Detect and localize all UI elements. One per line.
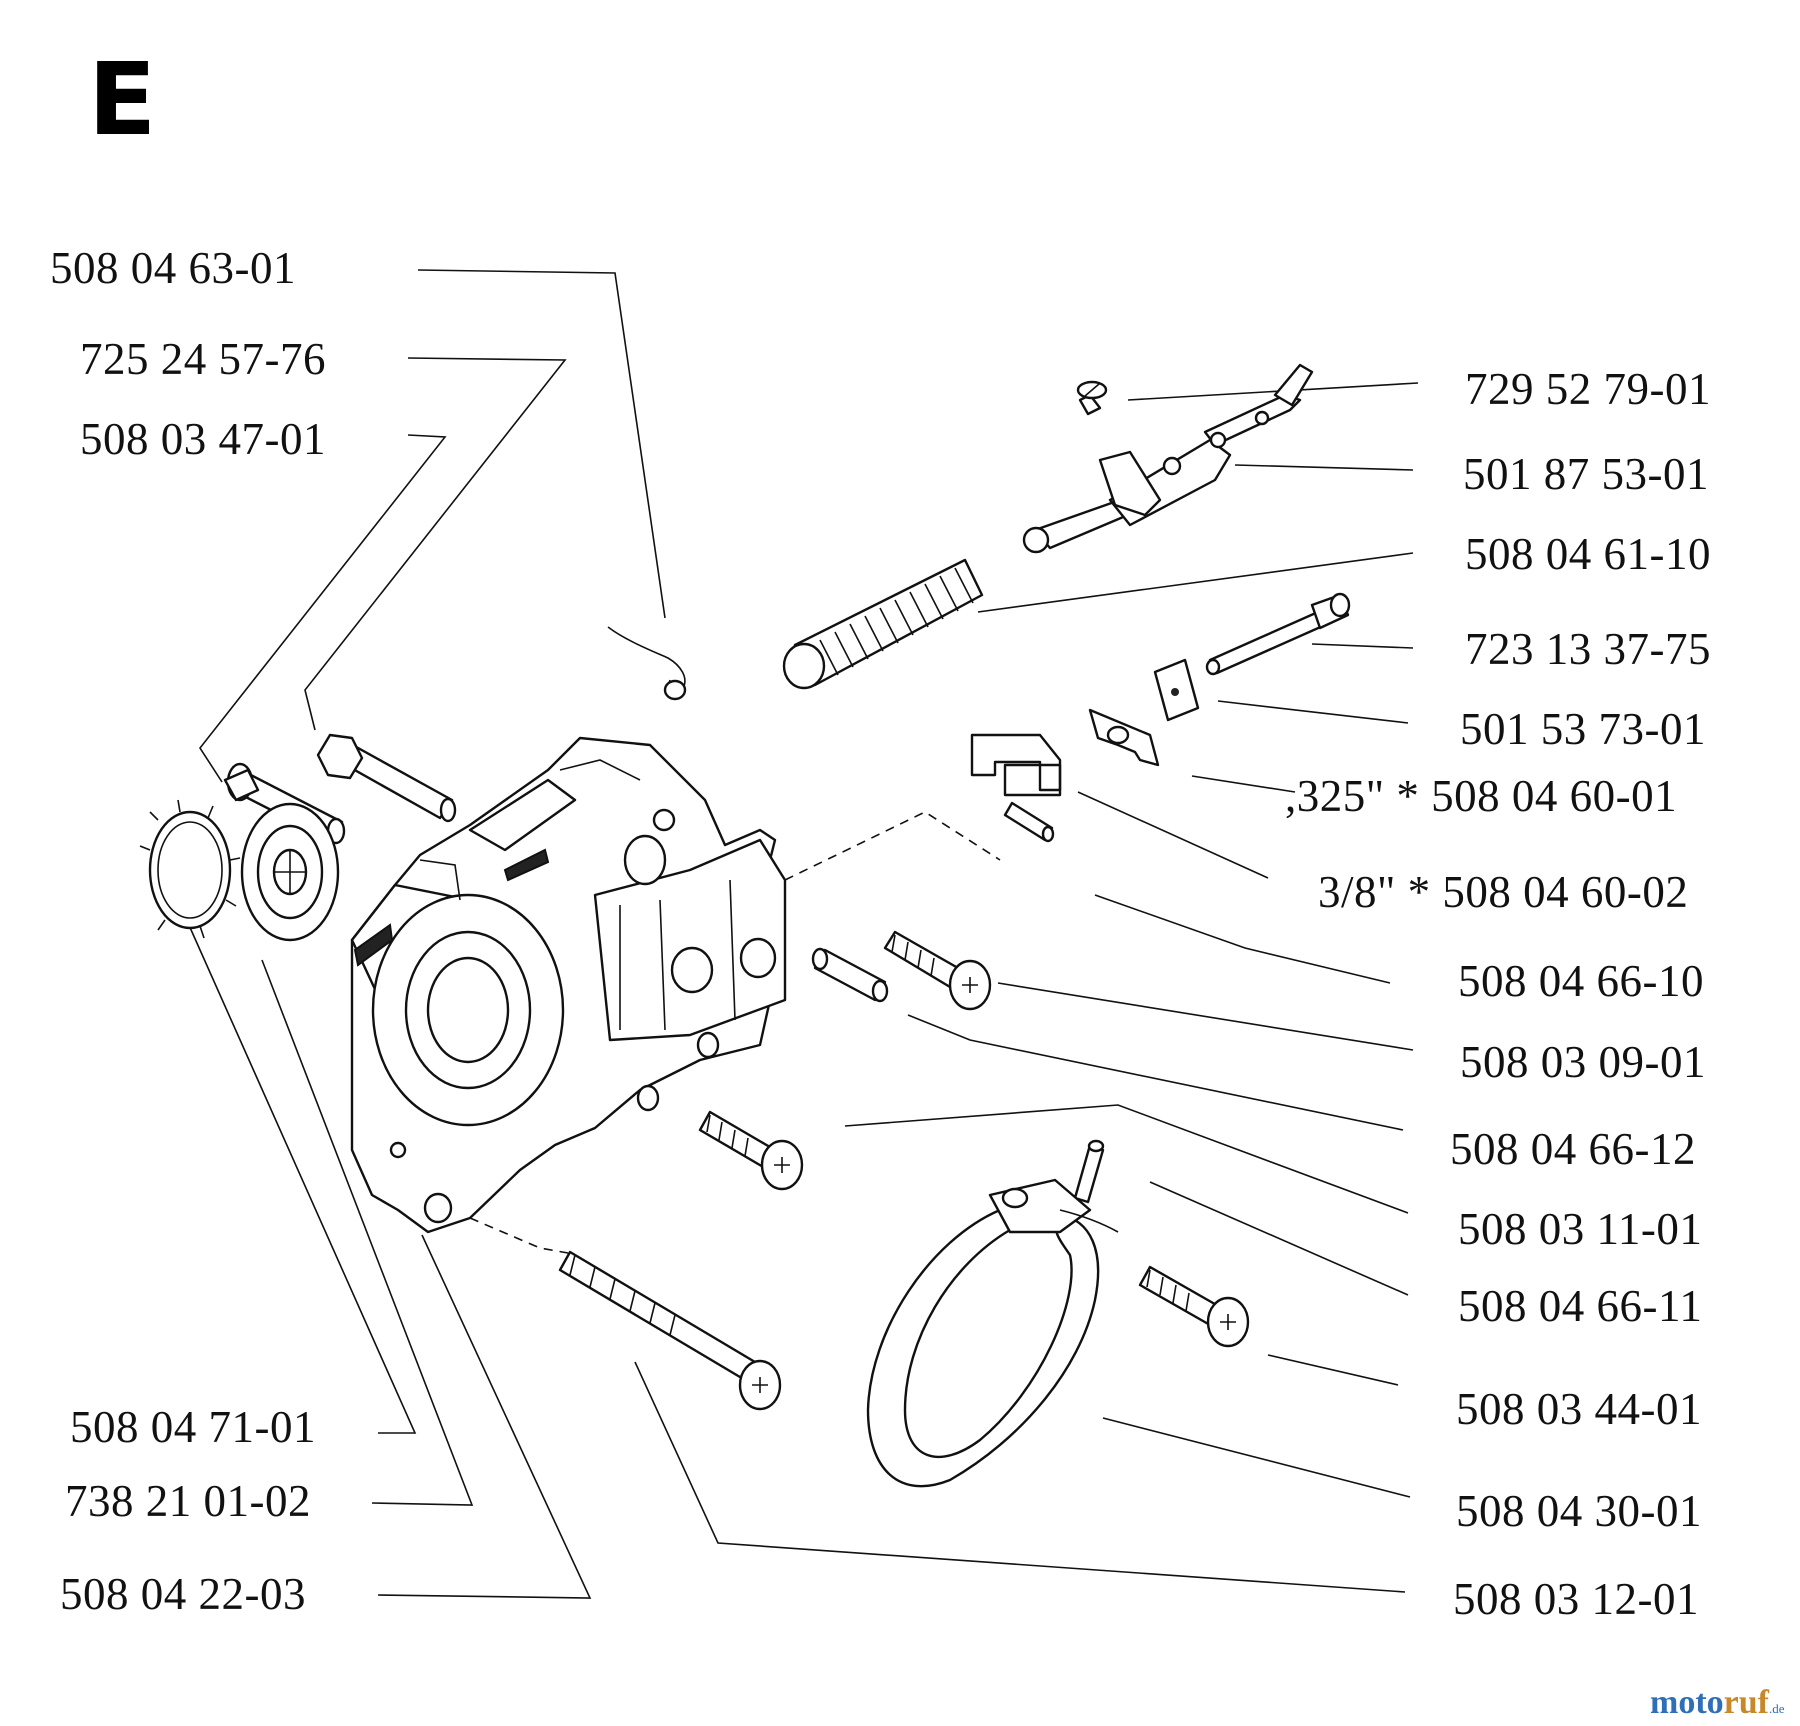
diagram-title: E: [88, 41, 157, 158]
brake-band: [866, 1178, 1119, 1488]
part-label-p16: 508 03 44-01: [1456, 1384, 1702, 1434]
leader-p02: [304, 357, 567, 731]
part-label-p17: 508 04 30-01: [1456, 1486, 1702, 1536]
adjusting-screw: [1205, 592, 1351, 676]
bearing: [240, 802, 340, 942]
leader-p01: [417, 269, 666, 619]
screw-508-03-44-01: [1138, 1265, 1250, 1348]
leader-p09: [1191, 775, 1296, 793]
part-label-p15: 508 04 66-11: [1458, 1281, 1703, 1331]
leader-p12: [997, 982, 1414, 1051]
leader-p11: [1094, 894, 1391, 984]
retaining-ring: [139, 799, 241, 939]
part-label-p02: 725 24 57-76: [80, 334, 326, 384]
watermark-part2: ruf: [1723, 1684, 1769, 1721]
leader-p14: [844, 1104, 1409, 1214]
part-label-p04: 729 52 79-01: [1465, 364, 1711, 414]
bolt: [316, 733, 457, 823]
part-label-p01: 508 04 63-01: [50, 243, 296, 293]
leader-p05: [1234, 464, 1414, 471]
watermark-part3: .de: [1768, 1701, 1785, 1716]
leader-p15: [1149, 1181, 1409, 1296]
part-label-p07: 723 13 37-75: [1465, 624, 1711, 674]
adjuster-plate: [1153, 658, 1200, 722]
pin-508-04-66-12: [811, 947, 889, 1003]
part-label-p06: 508 04 61-10: [1465, 529, 1711, 579]
leader-p16: [1267, 1354, 1399, 1386]
part-label-p13: 508 04 66-12: [1450, 1124, 1696, 1174]
part-label-p19: 508 04 71-01: [70, 1402, 316, 1452]
leader-p10: [1077, 791, 1269, 879]
leader-p19: [179, 904, 417, 1434]
leader-p13: [907, 1014, 1404, 1131]
chain-brake-lever: [1022, 363, 1314, 554]
part-label-p21: 508 04 22-03: [60, 1569, 306, 1619]
part-label-p08: 501 53 73-01: [1460, 704, 1706, 754]
leader-p17: [1102, 1417, 1411, 1498]
watermark-logo: motoruf.de: [1650, 1686, 1785, 1726]
pin-508-04-66-10: [1003, 801, 1055, 843]
crankcase-housing: [350, 736, 787, 1234]
part-label-p14: 508 03 11-01: [1458, 1204, 1703, 1254]
part-label-p03: 508 03 47-01: [80, 414, 326, 464]
part-label-p12: 508 03 09-01: [1460, 1037, 1706, 1087]
part-label-p11: 508 04 66-10: [1458, 956, 1704, 1006]
leader-p18: [634, 1361, 1406, 1593]
watermark-part1: moto: [1650, 1684, 1724, 1721]
part-label-p18: 508 03 12-01: [1453, 1574, 1699, 1624]
leader-p21: [377, 1234, 592, 1599]
part-label-p09: ,325" * 508 04 60-01: [1285, 771, 1678, 821]
leader-p20: [261, 959, 474, 1506]
screw-508-03-12-01: [558, 1250, 782, 1411]
part-label-p05: 501 87 53-01: [1463, 449, 1709, 499]
tensioner-plate-325: [1088, 708, 1160, 767]
part-label-p20: 738 21 01-02: [65, 1476, 311, 1526]
leader-p06: [977, 552, 1414, 613]
assembly-line-upper: [784, 811, 1001, 881]
screw-508-03-09-01: [883, 930, 992, 1011]
spring-clip: [607, 626, 687, 701]
assembly-line-lower: [469, 1217, 569, 1254]
screw-508-03-11-01: [698, 1110, 804, 1191]
pin-508-04-66-11: [1073, 1139, 1105, 1204]
tensioner-plate-38: [970, 733, 1062, 797]
leader-p04: [1127, 382, 1419, 401]
leader-p08: [1217, 700, 1409, 724]
part-label-p10: 3/8" * 508 04 60-02: [1318, 867, 1689, 917]
leader-p07: [1311, 643, 1414, 649]
leader-p03: [199, 434, 447, 783]
coil-spring: [782, 558, 984, 690]
leader-lines: [179, 269, 1419, 1599]
